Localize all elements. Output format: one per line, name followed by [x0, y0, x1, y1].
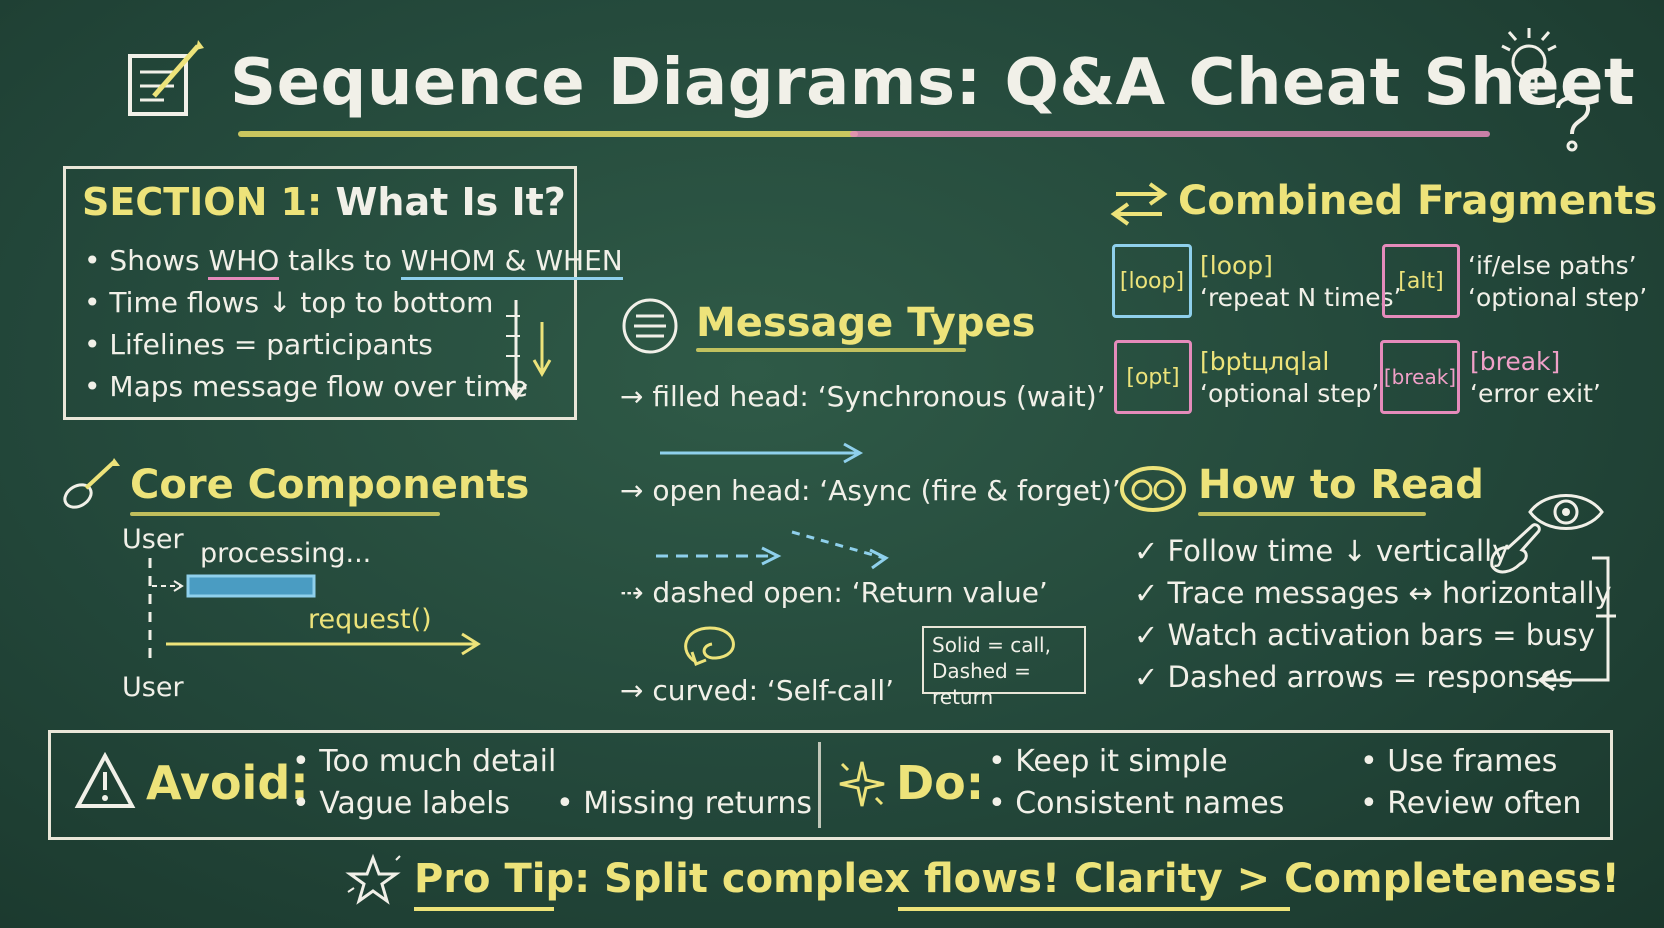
bullet-text: Shows — [109, 244, 209, 277]
pencil-icon — [63, 458, 120, 509]
lifeline-label-top: User — [122, 524, 184, 555]
title-underline-yellow — [238, 131, 858, 137]
async-arrow — [660, 442, 864, 464]
fragment-opt-desc: ‘optional step’ — [1200, 379, 1380, 408]
legend-box: Solid = call, Dashed = return — [922, 626, 1086, 709]
return-arrows — [656, 530, 889, 570]
message-types-underline — [696, 348, 966, 352]
lightbulb-icon — [1501, 28, 1557, 94]
combined-fragments-title: Combined Fragments — [1178, 178, 1658, 224]
fragment-alt-box: [alt] — [1382, 244, 1460, 318]
who-highlight: WHO — [208, 244, 280, 280]
processing-label: processing... — [200, 538, 372, 569]
avoid-item-3: • Missing returns — [556, 786, 812, 821]
fragment-loop-text: [loop] ‘repeat N times’ — [1200, 250, 1401, 314]
section1-box — [63, 166, 577, 420]
question-mark-icon — [1556, 95, 1590, 152]
down-arrows-icon — [504, 300, 552, 401]
section1-bullet-3: • Lifelines = participants — [84, 328, 433, 361]
bullet-text: Lifelines = participants — [109, 328, 433, 361]
section1-bullet-1: • Shows WHO talks to WHOM & WHEN — [84, 244, 623, 280]
pro-tip-underlines — [414, 907, 1290, 911]
message-return: ⇢ dashed open: ‘Return value’ — [620, 576, 1048, 609]
message-async: → open head: ‘Async (fire & forget)’ — [620, 474, 1121, 507]
avoid-do-box — [48, 730, 1613, 840]
do-item-3: • Use frames — [1360, 744, 1558, 779]
page-title: Sequence Diagrams: Q&A Cheat Sheet — [230, 46, 1636, 120]
pointing-hand-icon — [1490, 523, 1541, 574]
avoid-item-2: • Vague labels — [292, 786, 511, 821]
fragment-opt-label: [bptцлqlal — [1200, 347, 1330, 376]
lifeline-diagram — [148, 558, 481, 666]
section1-question: What Is It? — [322, 180, 566, 224]
core-underline — [130, 512, 440, 516]
how-to-read-title: How to Read — [1198, 462, 1484, 508]
fragment-break-text: [break] ‘error exit’ — [1470, 346, 1601, 410]
message-sync: → filled head: ‘Synchronous (wait)’ — [620, 380, 1106, 413]
do-item-1: • Keep it simple — [988, 744, 1228, 779]
eyes-icon — [1120, 466, 1186, 512]
message-self-call: → curved: ‘Self-call’ — [620, 674, 895, 707]
fragment-break-box: [break] — [1380, 340, 1460, 414]
warning-icon — [74, 752, 136, 808]
fragment-loop-label: [loop] — [1200, 251, 1273, 280]
pro-tip: Pro Tip: Split complex flows! Clarity > … — [414, 856, 1620, 902]
fragment-break-label: [break] — [1470, 347, 1561, 376]
core-components-title: Core Components — [130, 462, 530, 508]
section1-title: SECTION 1: What Is It? — [82, 180, 566, 224]
avoid-do-divider — [818, 742, 821, 828]
sparkle-icon — [839, 761, 885, 807]
fragment-alt-desc: ‘optional step’ — [1468, 283, 1648, 312]
avoid-label: Avoid: — [146, 756, 309, 810]
fragment-opt-text: [bptцлqlal ‘optional step’ — [1200, 346, 1379, 410]
fragment-alt-label: ‘if/else paths’ — [1468, 251, 1637, 280]
section1-label: SECTION 1: — [82, 180, 323, 224]
bullet-text: Time flows ↓ top to bottom — [109, 286, 494, 319]
how-to-read-item-2: ✓ Trace messages ↔ horizontally — [1134, 576, 1612, 610]
star-icon — [345, 853, 401, 905]
loop-back-arrow — [1537, 556, 1616, 692]
request-label: request() — [308, 604, 432, 635]
fragment-loop-desc: ‘repeat N times’ — [1200, 283, 1402, 312]
section1-bullet-2: • Time flows ↓ top to bottom — [84, 286, 494, 319]
how-to-read-item-3: ✓ Watch activation bars = busy — [1134, 618, 1595, 652]
fragment-break-desc: ‘error exit’ — [1470, 379, 1601, 408]
title-underline-pink — [850, 131, 1490, 137]
self-call-icon — [684, 626, 735, 666]
menu-lines-icon — [622, 298, 678, 354]
lifeline-label-bottom: User — [122, 672, 184, 703]
do-label: Do: — [896, 756, 985, 810]
how-to-read-underline — [1198, 512, 1426, 516]
legend-line-1: Solid = call, — [932, 633, 1051, 657]
whom-highlight: WHOM & WHEN — [400, 244, 623, 280]
do-item-4: • Review often — [1360, 786, 1582, 821]
how-to-read-item-1: ✓ Follow time ↓ vertically — [1134, 534, 1510, 568]
legend-line-2: Dashed = return — [932, 659, 1031, 709]
notepad-pencil-icon — [128, 40, 204, 116]
section1-bullet-4: • Maps message flow over time — [84, 370, 528, 403]
how-to-read-item-4: ✓ Dashed arrows = responses — [1134, 660, 1574, 694]
do-item-2: • Consistent names — [988, 786, 1285, 821]
fragment-opt-box: [opt] — [1114, 340, 1192, 414]
bullet-text: Maps message flow over time — [109, 370, 528, 403]
bullet-text: talks to — [279, 244, 401, 277]
swap-arrows-icon — [1110, 182, 1168, 226]
fragment-alt-text: ‘if/else paths’ ‘optional step’ — [1468, 250, 1647, 314]
message-types-title: Message Types — [696, 300, 1036, 346]
eye-icon — [1528, 494, 1604, 530]
fragment-loop-box: [loop] — [1112, 244, 1192, 318]
avoid-item-1: • Too much detail — [292, 744, 557, 779]
